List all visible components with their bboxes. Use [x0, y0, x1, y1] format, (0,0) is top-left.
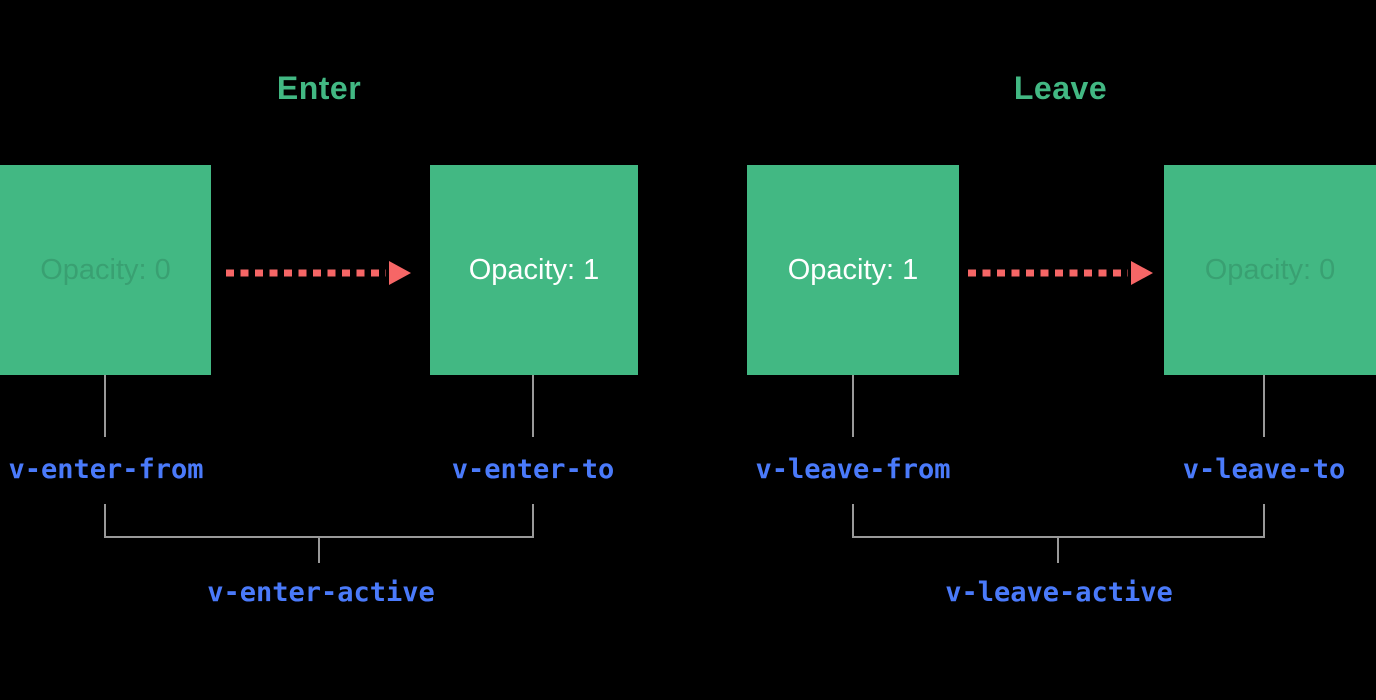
leave-to-connector-line — [1263, 375, 1265, 437]
dashed-arrow-right-icon — [968, 261, 1153, 285]
enter-from-connector-line — [104, 375, 106, 437]
leave-to-class-label: v-leave-to — [1182, 454, 1346, 485]
leave-active-class-label: v-leave-active — [945, 577, 1173, 608]
enter-from-box-label: Opacity: 0 — [40, 253, 171, 286]
leave-title: Leave — [1013, 70, 1108, 106]
leave-bracket-right-line — [1263, 504, 1265, 538]
enter-to-box: Opacity: 1 — [430, 165, 638, 375]
enter-to-box-label: Opacity: 1 — [468, 253, 600, 286]
leave-to-box-label: Opacity: 0 — [1204, 253, 1336, 286]
leave-bracket-left-line — [852, 504, 854, 538]
leave-from-box-label: Opacity: 1 — [787, 253, 919, 286]
leave-section: Leave Opacity: 1 Opacity: 0 v-leave-from… — [745, 0, 1376, 700]
enter-section: Enter Opacity: 0 Opacity: 1 v-enter-from… — [0, 0, 638, 700]
enter-title: Enter — [276, 70, 362, 106]
leave-from-box: Opacity: 1 — [747, 165, 959, 375]
enter-bracket-right-line — [532, 504, 534, 538]
enter-bracket-horizontal-line — [104, 536, 534, 538]
leave-to-box: Opacity: 0 — [1164, 165, 1376, 375]
enter-to-class-label: v-enter-to — [451, 454, 615, 485]
enter-from-box: Opacity: 0 — [0, 165, 211, 375]
enter-bracket-stem-line — [318, 538, 320, 563]
leave-bracket-horizontal-line — [852, 536, 1265, 538]
dashed-arrow-right-icon — [226, 261, 411, 285]
enter-to-connector-line — [532, 375, 534, 437]
enter-bracket-left-line — [104, 504, 106, 538]
leave-from-connector-line — [852, 375, 854, 437]
leave-bracket-stem-line — [1057, 538, 1059, 563]
leave-from-class-label: v-leave-from — [755, 454, 951, 485]
enter-from-class-label: v-enter-from — [8, 454, 204, 485]
enter-active-class-label: v-enter-active — [207, 577, 435, 608]
